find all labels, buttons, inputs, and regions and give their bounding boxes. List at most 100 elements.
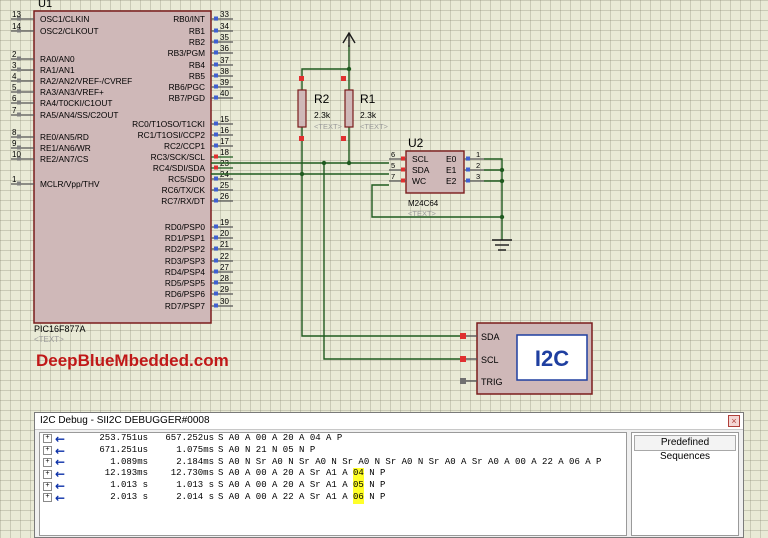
pin-marker	[214, 165, 218, 170]
transaction-sequence: S A0 A 00 A 20 A Sr A1 A	[218, 468, 348, 479]
arrow-left-icon: ←	[55, 455, 66, 470]
pin-marker	[401, 167, 405, 172]
resistor-body[interactable]	[297, 89, 307, 128]
mcu-body[interactable]	[33, 10, 212, 324]
mcu-pin-number: 29	[220, 285, 229, 294]
mcu-pin-number: 3	[12, 61, 17, 70]
pin-marker	[17, 67, 21, 72]
mcu-pin-name: RB4	[189, 60, 206, 70]
transaction-end-time: 2.014 s	[176, 491, 214, 502]
debug-window-titlebar[interactable]: I2C Debug - SII2C DEBUGGER#0008 ×	[35, 413, 743, 430]
mcu-pin-name: OSC1/CLKIN	[40, 14, 89, 24]
expand-icon[interactable]: +	[43, 493, 52, 503]
pin-marker	[214, 84, 218, 89]
mcu-pin-name: RA0/AN0	[40, 54, 75, 64]
resistor-body[interactable]	[344, 89, 354, 128]
transaction-end-time: 2.184ms	[176, 456, 214, 467]
power-terminal-icon[interactable]	[342, 31, 356, 47]
predefined-sequences-button[interactable]: Predefined Sequences	[634, 435, 736, 462]
expand-icon[interactable]: +	[43, 446, 52, 456]
transaction-tail: N P	[369, 480, 386, 491]
pin-marker	[214, 16, 218, 21]
transaction-end-time: 12.730ms	[170, 468, 214, 479]
eeprom-pin-name: E0	[446, 154, 457, 164]
eeprom-pin-name: SCL	[412, 154, 429, 164]
expand-icon[interactable]: +	[43, 481, 52, 491]
highlighted-data-byte: 04	[353, 468, 364, 481]
i2c-debugger-instrument[interactable]: I2C SDA SCL TRIG	[460, 322, 593, 395]
junction-dot	[321, 160, 327, 166]
mcu-pin-name: RA2/AN2/VREF-/CVREF	[40, 76, 132, 86]
transaction-end-time: 1.075ms	[176, 444, 214, 455]
ground-icon[interactable]	[492, 239, 512, 251]
mcu-pin-number: 25	[220, 181, 229, 190]
pin-marker	[17, 134, 21, 139]
pin-marker	[341, 76, 346, 81]
transaction-sequence: S A0 A 00 A 22 A Sr A1 A	[218, 491, 348, 502]
mcu-pin-name: RB1	[189, 26, 206, 36]
pin-marker	[214, 143, 218, 148]
pin-marker	[214, 258, 218, 263]
resistor-text-tag: <TEXT>	[360, 122, 389, 131]
mcu-pin-name: RD7/PSP7	[165, 301, 206, 311]
wiring	[211, 45, 503, 360]
pin-marker	[214, 246, 218, 251]
mcu-pin-name: RD3/PSP3	[165, 256, 206, 266]
mcu-pin-number: 30	[220, 297, 229, 306]
eeprom-pin-number: 5	[391, 161, 395, 170]
transaction-sequence: S A0 A 00 A 20 A 04 A P	[218, 433, 343, 443]
mcu-pin-number: 34	[220, 22, 229, 31]
transaction-end-time: 1.013 s	[176, 480, 214, 491]
close-icon[interactable]: ×	[728, 415, 740, 427]
resistor-r2[interactable]: R2 2.3k <TEXT>	[297, 76, 343, 141]
mcu-pin-number: 19	[220, 218, 229, 227]
junction-dot	[346, 66, 352, 72]
mcu-pin-number: 16	[220, 126, 229, 135]
i2c-debug-window[interactable]: I2C Debug - SII2C DEBUGGER#0008 × +←253.…	[34, 412, 744, 538]
mcu-pin-name: RB2	[189, 37, 206, 47]
watermark-text: DeepBlueMbedded.com	[36, 351, 229, 370]
address-ground-wire	[484, 158, 503, 240]
pin-marker	[214, 224, 218, 229]
pin-marker	[460, 333, 466, 339]
expand-icon[interactable]: +	[43, 434, 52, 444]
transaction-end-time: 657.252us	[165, 433, 214, 443]
pin-marker	[214, 39, 218, 44]
eeprom-body[interactable]	[405, 150, 465, 194]
mcu-pin-number: 10	[12, 150, 21, 159]
pin-marker	[214, 95, 218, 100]
expand-icon[interactable]: +	[43, 457, 52, 467]
pin-marker	[214, 280, 218, 285]
mcu-part-label: PIC16F877A	[34, 324, 86, 334]
mcu-pin-name: RA1/AN1	[40, 65, 75, 75]
resistor-r1[interactable]: R1 2.3k <TEXT>	[341, 76, 389, 141]
pin-marker	[17, 78, 21, 83]
scl-debugger-wire	[323, 163, 460, 360]
transaction-start-time: 12.193ms	[104, 468, 148, 479]
pin-marker	[214, 187, 218, 192]
pin-marker	[341, 136, 346, 141]
eeprom-pin-name: E2	[446, 176, 457, 186]
mcu-pin-number: 37	[220, 56, 229, 65]
mcu-pin-name: RC4/SDI/SDA	[153, 163, 206, 173]
mcu-pin-name: RD5/PSP5	[165, 278, 206, 288]
pin-marker	[299, 76, 304, 81]
mcu-pin-name: RA4/T0CKI/C1OUT	[40, 98, 112, 108]
eeprom-pin-number: 6	[391, 150, 395, 159]
junction-dot	[499, 167, 505, 173]
mcu-pin-number: 18	[220, 148, 229, 157]
expand-icon[interactable]: +	[43, 469, 52, 479]
pin-marker	[401, 156, 405, 161]
mcu-pin-number: 27	[220, 263, 229, 272]
